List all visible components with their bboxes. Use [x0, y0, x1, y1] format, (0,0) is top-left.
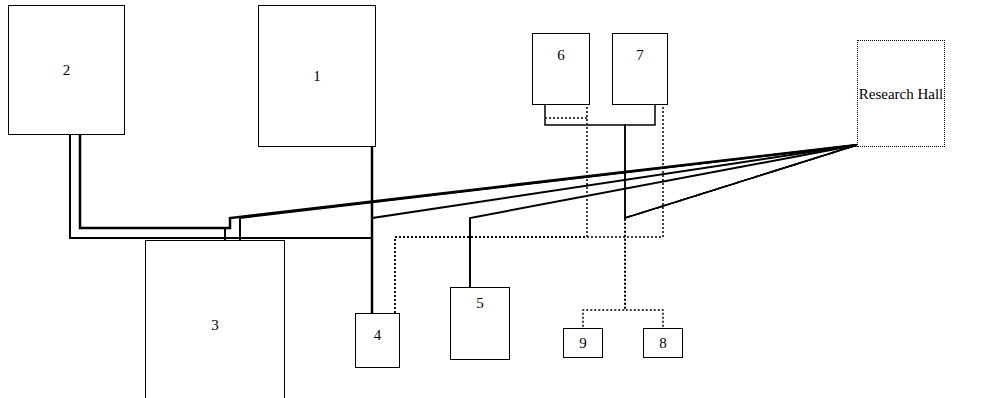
solid-connector — [372, 145, 857, 218]
building-box: 3 — [145, 240, 285, 398]
building-label: 7 — [636, 46, 644, 64]
building-label: Research Hall — [859, 85, 944, 103]
solid-connector — [625, 105, 857, 218]
solid-connector — [371, 147, 374, 313]
building-box: 1 — [258, 5, 376, 147]
dotted-wire — [545, 117, 587, 119]
building-box: 8 — [643, 328, 683, 358]
bus-wire — [70, 135, 372, 238]
building-box: 5 — [450, 287, 510, 360]
bus-wire — [224, 228, 226, 240]
solid-connector — [545, 105, 857, 218]
building-box: 7 — [612, 33, 668, 105]
dotted-connector — [395, 105, 587, 313]
building-label: 3 — [211, 316, 219, 334]
building-label: 1 — [313, 67, 321, 85]
building-box: 2 — [8, 5, 125, 135]
building-label: 6 — [557, 46, 565, 64]
building-box: 4 — [355, 313, 400, 368]
solid-connector — [240, 145, 857, 240]
building-label: 4 — [374, 326, 382, 344]
building-box: Research Hall — [857, 40, 945, 147]
building-label: 9 — [579, 334, 587, 352]
building-label: 8 — [659, 334, 667, 352]
building-label: 2 — [63, 61, 71, 79]
building-label: 5 — [476, 294, 484, 312]
building-box: 9 — [563, 328, 603, 358]
building-box: 6 — [532, 33, 590, 105]
dotted-connector — [625, 145, 857, 328]
solid-connector — [470, 145, 857, 287]
